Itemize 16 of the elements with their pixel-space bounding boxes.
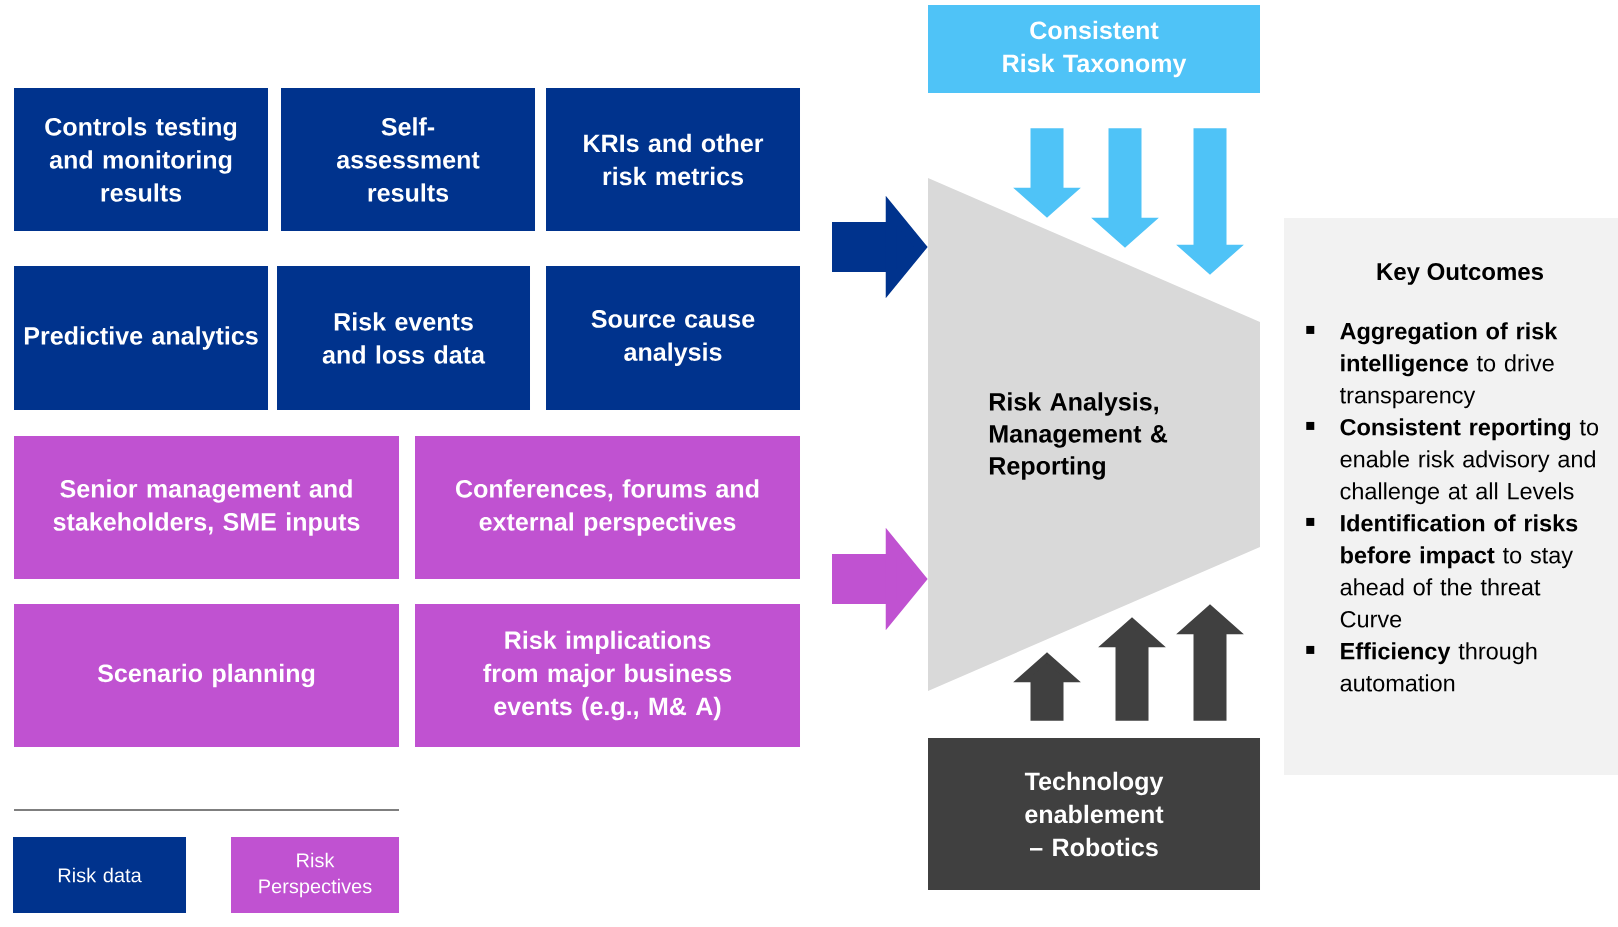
risk-perspective-box: Conferences, forums and external perspectives: [415, 436, 800, 579]
risk-perspective-box: Risk implications from major business events (e.g., M& A): [415, 604, 800, 747]
bullet-item: Consistent reporting to enable risk advisory and challenge at all Levels: [1306, 418, 1599, 505]
risk-data-box: Controls testing and monitoring results: [14, 88, 268, 231]
heading: Key Outcomes: [1377, 263, 1543, 285]
risk-data-box: Self-assessment results: [281, 88, 535, 231]
risk-data-box: Risk events and loss data: [277, 266, 530, 410]
risk-data-box: Source cause analysis: [546, 266, 800, 410]
taxonomy-box: Consistent Risk Taxonomy: [928, 5, 1260, 93]
risk-data-box: KRIs and other risk metrics: [546, 88, 800, 231]
risk-data-box: Predictive analytics: [14, 266, 268, 410]
risk-perspective-box: Senior management and stakeholders, SME inputs: [14, 436, 399, 579]
bullet-item: Aggregation of risk intelligence to drive transparency: [1306, 322, 1558, 409]
technology-box: Technology enablement – Robotics: [928, 738, 1260, 890]
risk-perspective-box: Scenario planning: [14, 604, 399, 747]
bullet-item: Efficiency through automation: [1306, 642, 1537, 692]
